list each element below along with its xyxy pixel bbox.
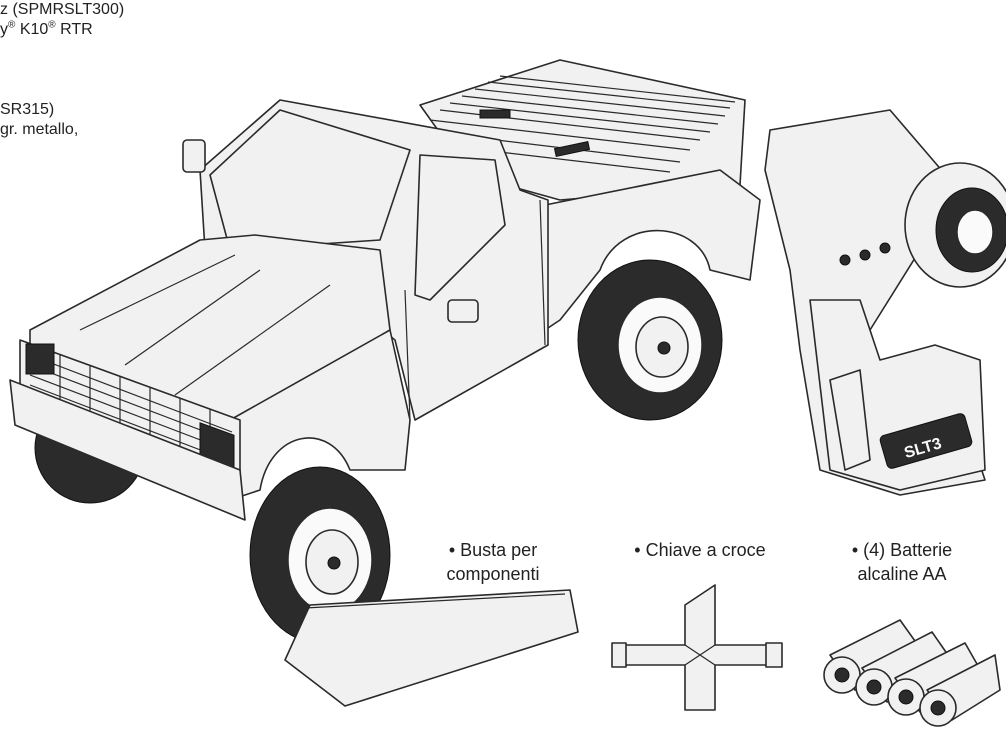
bed-logo-right: [553, 140, 591, 158]
intro-line-2: y® K10® RTR: [0, 19, 93, 38]
transmitter-grip: [829, 369, 871, 471]
headlight-left: [25, 343, 55, 375]
truck-front-right-wheel: [249, 466, 391, 644]
truck-front-fender: [229, 329, 411, 501]
transmitter-badge: [879, 413, 973, 469]
batteries-label: • (4) Batterie alcaline AA: [851, 540, 953, 584]
intro-line-1: z (SPMRSLT300): [0, 1, 125, 18]
wrench-end-left: [611, 642, 627, 668]
cross-wrench: [619, 584, 771, 711]
bed-logo-left: [479, 109, 511, 119]
transmitter-knob-3: [879, 242, 891, 254]
aa-batteries-illustration: [823, 619, 1001, 727]
truck-side-window: [414, 154, 506, 301]
transmitter-wheel-hub: [956, 209, 994, 255]
parts-bag-label: • Busta per componenti: [446, 540, 540, 584]
battery-3: [887, 642, 986, 716]
cross-wrench-label: • Chiave a croce: [634, 540, 766, 560]
transmitter-knob-1: [839, 254, 851, 266]
truck-front-bumper: [9, 379, 246, 521]
transmitter-knob-2: [859, 249, 871, 261]
rc-truck-illustration: [9, 59, 761, 644]
truck-door-lines: [404, 199, 546, 421]
right-mirror: [447, 299, 479, 323]
battery-4: [919, 654, 1001, 727]
left-mirror: [182, 139, 206, 173]
parts-bag: [284, 589, 579, 707]
wrench-end-right: [765, 642, 783, 668]
truck-rear-fender: [544, 169, 761, 331]
parts-bag-illustration: [284, 589, 579, 707]
intro-line-3: SR315): [0, 101, 55, 118]
transmitter-illustration: SLT3: [764, 109, 1006, 496]
parts-bag-seal: [304, 593, 566, 609]
truck-rear-right-wheel: [577, 259, 723, 421]
intro-line-4: gr. metallo,: [0, 121, 79, 138]
wrench-center: [684, 644, 716, 666]
cross-wrench-illustration: [611, 584, 783, 711]
hood-ridges: [79, 254, 331, 396]
